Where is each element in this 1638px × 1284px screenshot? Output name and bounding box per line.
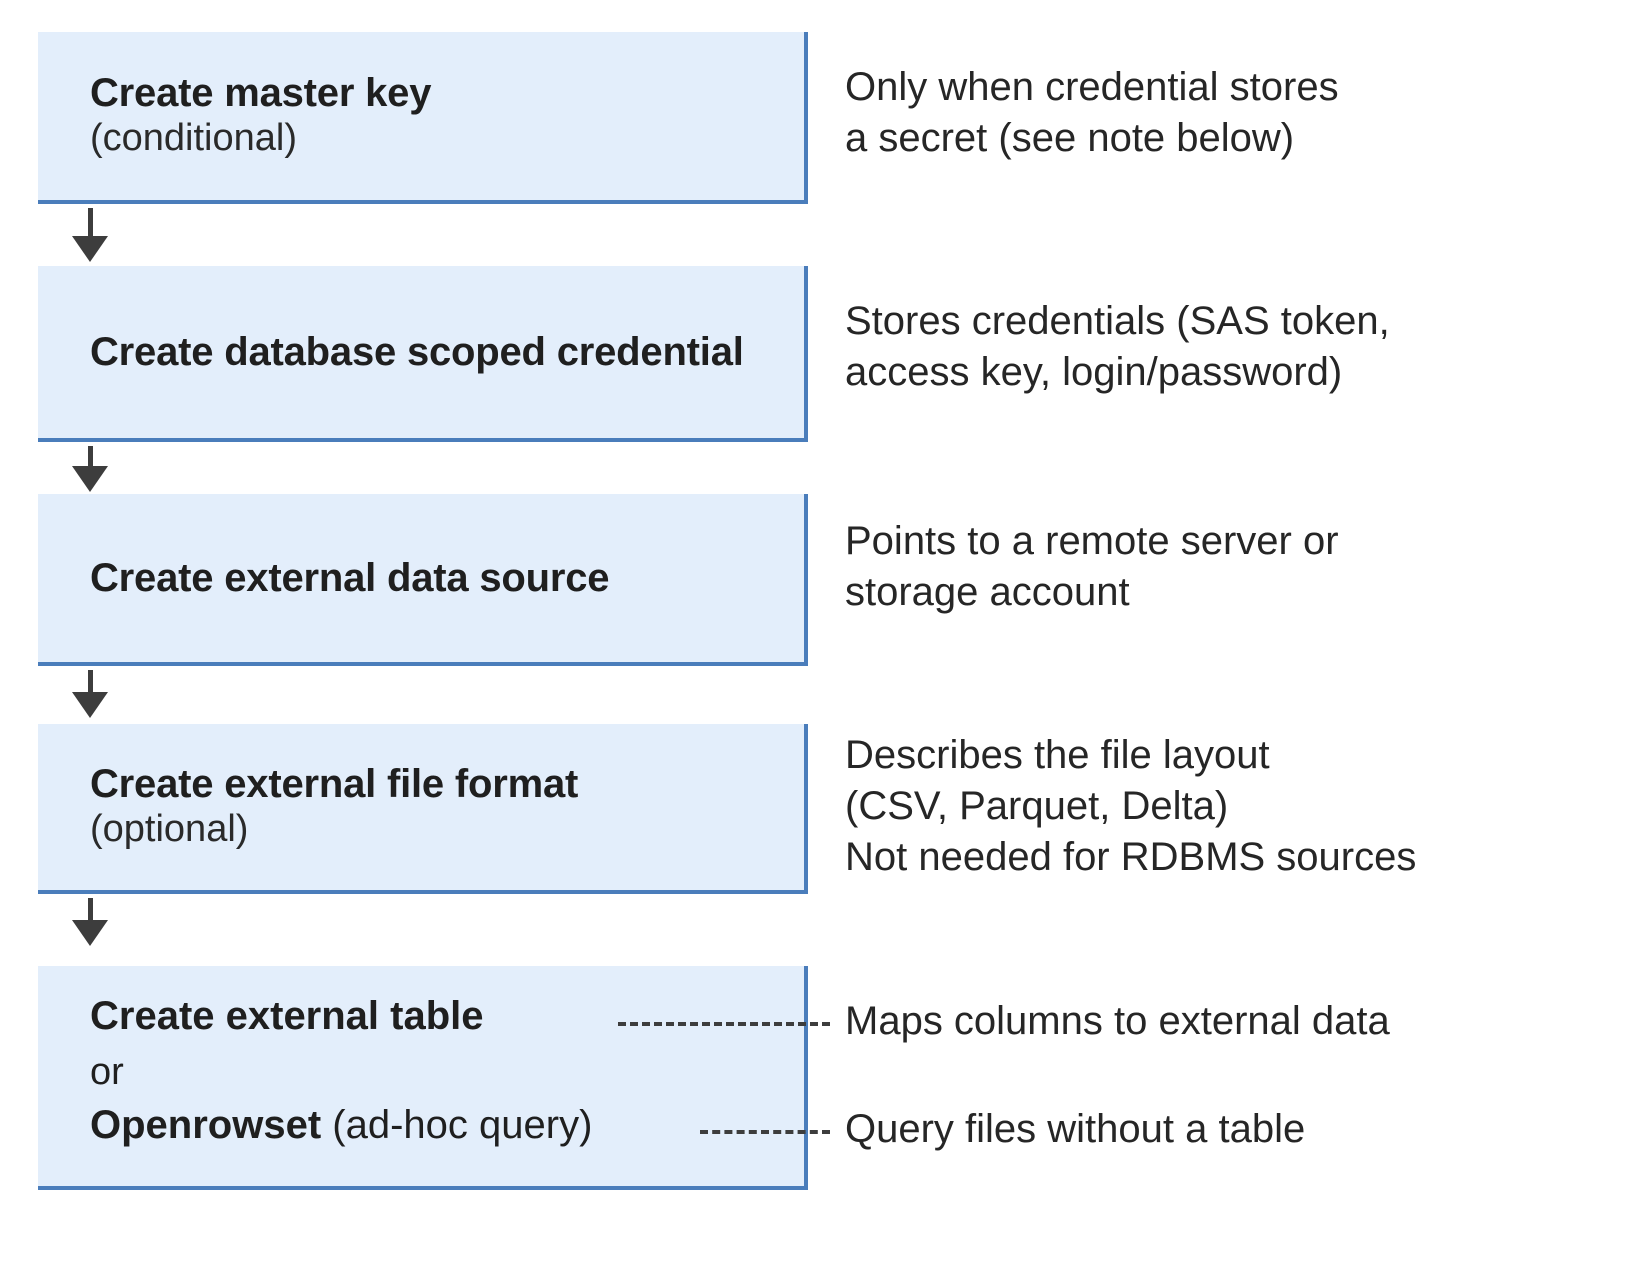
arrow-shaft-1 bbox=[88, 208, 93, 242]
openrowset-qualifier: (ad-hoc query) bbox=[321, 1103, 593, 1147]
step-box-create-master-key[interactable]: Create master key (conditional) bbox=[38, 32, 808, 204]
step-title-openrowset: Openrowset (ad-hoc query) bbox=[90, 1103, 592, 1148]
step-box-create-external-table-or-openrowset[interactable]: Create external table or Openrowset (ad-… bbox=[38, 966, 808, 1190]
step-box-create-external-file-format[interactable]: Create external file format (optional) bbox=[38, 724, 808, 894]
note-create-database-scoped-credential: Stores credentials (SAS token, access ke… bbox=[845, 299, 1390, 395]
arrow-shaft-4 bbox=[88, 898, 93, 930]
step-title-create-database-scoped-credential: Create database scoped credential bbox=[90, 329, 744, 374]
step-box-create-database-scoped-credential[interactable]: Create database scoped credential bbox=[38, 266, 808, 442]
arrow-head-3 bbox=[72, 692, 108, 718]
note-create-external-data-source: Points to a remote server or storage acc… bbox=[845, 519, 1339, 615]
arrow-head-2 bbox=[72, 466, 108, 492]
dashed-leader-external-table bbox=[618, 1022, 830, 1026]
arrow-head-4 bbox=[72, 920, 108, 946]
arrow-shaft-2 bbox=[88, 446, 93, 474]
note-create-master-key: Only when credential stores a secret (se… bbox=[845, 65, 1339, 161]
step-title-create-master-key: Create master key bbox=[90, 71, 432, 115]
step-box-create-external-data-source[interactable]: Create external data source bbox=[38, 494, 808, 666]
step-subtitle-create-master-key: (conditional) bbox=[90, 117, 297, 160]
step-conjunction-or: or bbox=[90, 1051, 124, 1094]
create-external-table-label: Create external table bbox=[90, 994, 484, 1038]
note-create-external-file-format: Describes the file layout (CSV, Parquet,… bbox=[845, 733, 1417, 880]
note-openrowset: Query files without a table bbox=[845, 1107, 1306, 1151]
step-title-create-external-file-format: Create external file format bbox=[90, 762, 579, 806]
openrowset-label: Openrowset bbox=[90, 1103, 322, 1147]
dashed-leader-openrowset bbox=[700, 1130, 830, 1134]
step-subtitle-create-external-file-format: (optional) bbox=[90, 808, 249, 851]
step-title-create-external-table: Create external table bbox=[90, 994, 484, 1039]
or-label: or bbox=[90, 1051, 124, 1093]
step-title-create-external-data-source: Create external data source bbox=[90, 555, 610, 600]
arrow-head-1 bbox=[72, 236, 108, 262]
note-create-external-table: Maps columns to external data bbox=[845, 999, 1390, 1043]
arrow-shaft-3 bbox=[88, 670, 93, 700]
